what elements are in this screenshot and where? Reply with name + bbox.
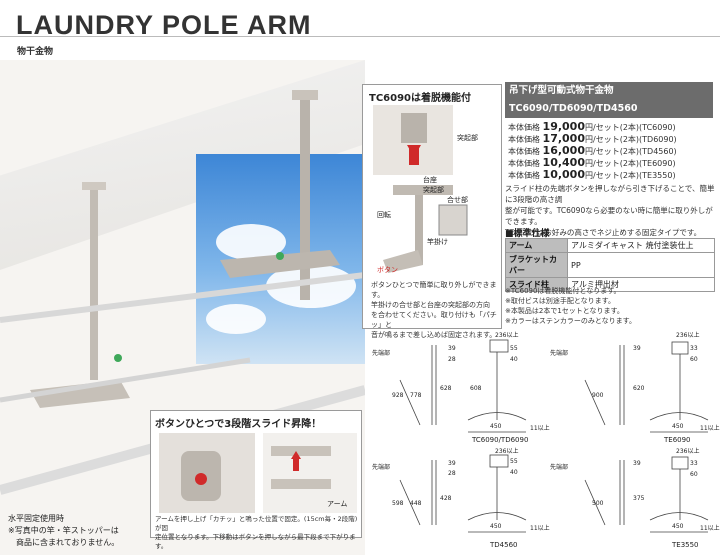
dim-label: 33 <box>690 345 698 352</box>
dim-label: 55 <box>510 458 518 465</box>
photo-note: 水平固定使用時 ※写真中の竿・竿ストッパーは 商品に含まれておりません。 <box>8 514 120 547</box>
dim-label: 60 <box>690 356 698 363</box>
dim-label: 236以上 <box>495 332 519 339</box>
dim-label: 620 <box>633 385 645 392</box>
slide-illustration <box>159 433 357 513</box>
drawing-tc6090-td6090 <box>399 339 527 433</box>
price-row: 本体価格 10,400円/セット(2本)(TE6090) <box>508 156 676 169</box>
dim-label: 450 <box>490 523 502 530</box>
dim-label: 39 <box>633 345 641 352</box>
product-description: スライド柱の先端ボタンを押しながら引き下げることで、簡単に3段階の高さ調 整が可… <box>505 184 715 237</box>
dim-label: 375 <box>633 495 645 502</box>
slide-description: アームを押し上げ「カチッ」と鳴った位置で固定。(15cm毎・2段階)が固 定位置… <box>155 515 358 550</box>
price-row: 本体価格 17,000円/セット(2本)(TD6090) <box>508 132 677 145</box>
price-row: 本体価格 19,000円/セット(2本)(TC6090) <box>508 120 676 133</box>
dim-label: 236以上 <box>676 448 700 455</box>
price-row: 本体価格 16,000円/セット(2本)(TD4560) <box>508 144 677 157</box>
dim-label: 28 <box>448 470 456 477</box>
dim-label: 236以上 <box>676 332 700 339</box>
dim-label: 先端部 <box>550 350 569 357</box>
dim-label: 55 <box>510 345 518 352</box>
header-divider <box>0 36 720 37</box>
price-list: 本体価格 19,000円/セット(2本)(TC6090) 本体価格 17,000… <box>508 121 677 181</box>
dim-label: 598 <box>392 500 404 507</box>
spec-title: ■標準仕様 <box>505 229 550 239</box>
dim-label: 39 <box>633 460 641 467</box>
dim-label: 448 <box>410 500 422 507</box>
dim-label: 236以上 <box>495 448 519 455</box>
drawing-label-td4560: TD4560 <box>490 541 518 549</box>
label-pole-hook: 竿掛け <box>427 238 448 246</box>
label-rotate: 回転 <box>377 211 391 219</box>
label-set-protrusion: 突起部 <box>423 186 444 194</box>
dim-label: 450 <box>672 423 684 430</box>
dim-label: 928 <box>392 392 404 399</box>
slide-callout-title: ボタンひとつで3段階スライド昇降！ <box>155 419 322 430</box>
drawing-label-te3550: TE3550 <box>672 541 699 549</box>
dim-label: 500 <box>592 500 604 507</box>
dim-label: 11以上 <box>530 525 550 532</box>
dim-label: 450 <box>490 423 502 430</box>
dim-label: 39 <box>448 460 456 467</box>
dim-label: 11以上 <box>700 525 720 532</box>
product-heading: 吊下げ型可動式物干金物 TC6090/TD6090/TD4560 吊下げ型固定式… <box>505 82 713 132</box>
drawing-label-te6090: TE6090 <box>664 436 691 444</box>
dim-label: 39 <box>448 345 456 352</box>
dim-label: 先端部 <box>372 350 391 357</box>
dim-label: 608 <box>470 385 482 392</box>
detachable-callout-title: TC6090は着脱機能付 <box>369 93 471 104</box>
price-row: 本体価格 10,000円/セット(2本)(TE3550) <box>508 168 676 181</box>
dim-label: 33 <box>690 460 698 467</box>
drawing-te3550 <box>584 456 709 533</box>
dim-label: 40 <box>510 469 518 476</box>
drawing-td4560 <box>399 454 527 533</box>
table-row: スライド柱アルミ押出材 <box>505 277 715 292</box>
table-row: アームアルミダイキャスト 焼付塗装仕上 <box>505 238 715 253</box>
dim-label: 先端部 <box>550 464 569 471</box>
dim-label: 11以上 <box>530 425 550 432</box>
dim-label: 60 <box>690 471 698 478</box>
dim-label: 40 <box>510 356 518 363</box>
slide-callout: ボタンひとつで3段階スライド昇降！ アーム アームを押し上げ「カチッ」と鳴った位… <box>150 410 362 550</box>
detach-description: ボタンひとつで簡単に取り外しができます。 竿掛けの合せ部と台座の突起部の方向 を… <box>371 281 497 339</box>
dim-label: 900 <box>592 392 604 399</box>
label-protrusion: 突起部 <box>457 134 478 142</box>
page-subtitle: 物干金物 <box>17 47 54 57</box>
label-button: ボタン <box>377 266 398 274</box>
label-fitting: 合せ部 <box>447 196 468 204</box>
detach-illustration <box>373 105 468 273</box>
spec-notes: ※TC6090は着脱機能付となります。 ※取付ビスは別途手配となります。 ※本製… <box>505 287 636 325</box>
dim-label: 先端部 <box>372 464 391 471</box>
label-base: 台座 <box>423 176 437 184</box>
dim-label: 428 <box>440 495 452 502</box>
dim-label: 11以上 <box>700 425 720 432</box>
dim-label: 778 <box>410 392 422 399</box>
dim-label: 28 <box>448 356 456 363</box>
page-title: LAUNDRY POLE ARM <box>16 10 312 40</box>
detachable-callout: TC6090は着脱機能付 突起部 台座 突起部 合せ部 回転 竿掛け ボタン ボ… <box>362 84 502 339</box>
drawing-label-tc6090: TC6090/TD6090 <box>472 436 529 444</box>
label-arm: アーム <box>327 500 348 508</box>
dim-label: 628 <box>440 385 452 392</box>
dim-label: 450 <box>672 523 684 530</box>
